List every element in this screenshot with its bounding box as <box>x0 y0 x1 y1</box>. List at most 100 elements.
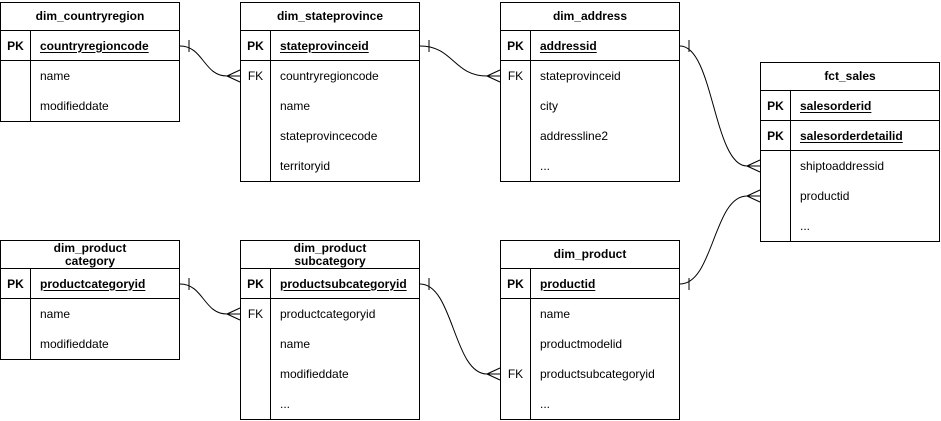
key-label <box>761 151 791 181</box>
field-row-productid[interactable]: productid <box>761 181 939 211</box>
cardinality-many-crowfoot <box>746 159 761 173</box>
field-row-name[interactable]: name <box>1 61 179 91</box>
field-label: name <box>540 307 571 321</box>
key-label: FK <box>501 359 531 389</box>
field-row-name[interactable]: name <box>241 329 419 359</box>
key-label: PK <box>501 269 531 298</box>
field-row-name[interactable]: name <box>241 91 419 121</box>
field-row-city[interactable]: city <box>501 91 679 121</box>
key-label <box>1 91 31 121</box>
field-label: name <box>280 99 311 113</box>
entity-title: dim_product category <box>1 241 179 269</box>
field-label: productcategoryid <box>40 276 146 291</box>
pk-row-salesorderdetailid[interactable]: PK salesorderdetailid <box>761 121 939 151</box>
field-label: productid <box>540 276 596 291</box>
pk-row-salesorderid[interactable]: PK salesorderid <box>761 91 939 121</box>
key-label: FK <box>501 61 531 91</box>
field-label: shiptoaddressid <box>800 159 885 173</box>
field-row-modifieddate[interactable]: modifieddate <box>1 91 179 121</box>
relationship-dim_product-to-fct_sales[interactable] <box>679 189 761 290</box>
field-row-name[interactable]: name <box>1 299 179 329</box>
edge-line[interactable] <box>679 195 748 285</box>
field-label: ... <box>540 397 551 411</box>
relationship-dim_productsubcategory-to-dim_product[interactable] <box>419 278 501 381</box>
cardinality-many-crowfoot <box>226 69 241 83</box>
edge-line[interactable] <box>419 45 488 77</box>
field-label: stateprovinceid <box>540 69 621 83</box>
field-row-territoryid[interactable]: territoryid <box>241 151 419 181</box>
field-row-...[interactable]: ... <box>241 389 419 419</box>
entity-title: dim_stateprovince <box>241 3 419 31</box>
edge-line[interactable] <box>179 283 228 315</box>
field-row-modifieddate[interactable]: modifieddate <box>1 329 179 359</box>
field-row-stateprovincecode[interactable]: stateprovincecode <box>241 121 419 151</box>
field-label: addressline2 <box>540 129 609 143</box>
relationship-dim_address-to-fct_sales[interactable] <box>679 40 761 173</box>
edge-line[interactable] <box>679 45 748 167</box>
field-label: productsubcategoryid <box>540 367 655 381</box>
field-label: productmodelid <box>540 337 623 351</box>
field-row-name[interactable]: name <box>501 299 679 329</box>
entity-title: dim_product <box>501 241 679 269</box>
edge-line[interactable] <box>179 45 228 77</box>
field-row-...[interactable]: ... <box>501 389 679 419</box>
field-label: name <box>40 69 71 83</box>
edge-line[interactable] <box>419 283 488 375</box>
field-label: territoryid <box>280 159 331 173</box>
key-label <box>501 121 531 151</box>
field-label: productcategoryid <box>280 307 376 321</box>
key-label <box>501 91 531 121</box>
relationship-dim_countryregion-to-dim_stateprovince[interactable] <box>179 40 241 83</box>
pk-row-productid[interactable]: PK productid <box>501 269 679 299</box>
field-label: countryregioncode <box>40 38 149 53</box>
field-row-productsubcategoryid[interactable]: FK productsubcategoryid <box>501 359 679 389</box>
field-row-shiptoaddressid[interactable]: shiptoaddressid <box>761 151 939 181</box>
key-label <box>501 389 531 419</box>
cardinality-many-crowfoot <box>486 69 501 83</box>
field-label: countryregioncode <box>280 69 379 83</box>
key-label: PK <box>501 31 531 60</box>
entity-title: dim_product subcategory <box>241 241 419 269</box>
relationship-dim_stateprovince-to-dim_address[interactable] <box>419 40 501 83</box>
field-label: salesorderid <box>800 98 872 113</box>
field-label: salesorderdetailid <box>800 128 903 143</box>
field-row-...[interactable]: ... <box>761 211 939 241</box>
field-label: modifieddate <box>40 99 109 113</box>
entity-table-dim_product[interactable]: dim_product PK productid name productmodeli… <box>500 240 680 420</box>
key-label <box>241 151 271 181</box>
field-label: name <box>40 307 71 321</box>
cardinality-many-crowfoot <box>746 189 761 203</box>
key-label: PK <box>761 121 791 150</box>
field-row-...[interactable]: ... <box>501 151 679 181</box>
key-label <box>1 61 31 91</box>
key-label: PK <box>761 91 791 120</box>
pk-row-stateprovinceid[interactable]: PK stateprovinceid <box>241 31 419 61</box>
field-label: name <box>280 337 311 351</box>
key-label <box>501 299 531 329</box>
key-label <box>761 181 791 211</box>
field-row-productcategoryid[interactable]: FK productcategoryid <box>241 299 419 329</box>
key-label: PK <box>241 31 271 60</box>
relationship-dim_productcategory-to-dim_productsubcategory[interactable] <box>179 278 241 321</box>
field-row-modifieddate[interactable]: modifieddate <box>241 359 419 389</box>
key-label: FK <box>241 299 271 329</box>
field-label: stateprovinceid <box>280 38 369 53</box>
field-row-stateprovinceid[interactable]: FK stateprovinceid <box>501 61 679 91</box>
field-row-productmodelid[interactable]: productmodelid <box>501 329 679 359</box>
cardinality-many-crowfoot <box>226 307 241 321</box>
field-row-addressline2[interactable]: addressline2 <box>501 121 679 151</box>
